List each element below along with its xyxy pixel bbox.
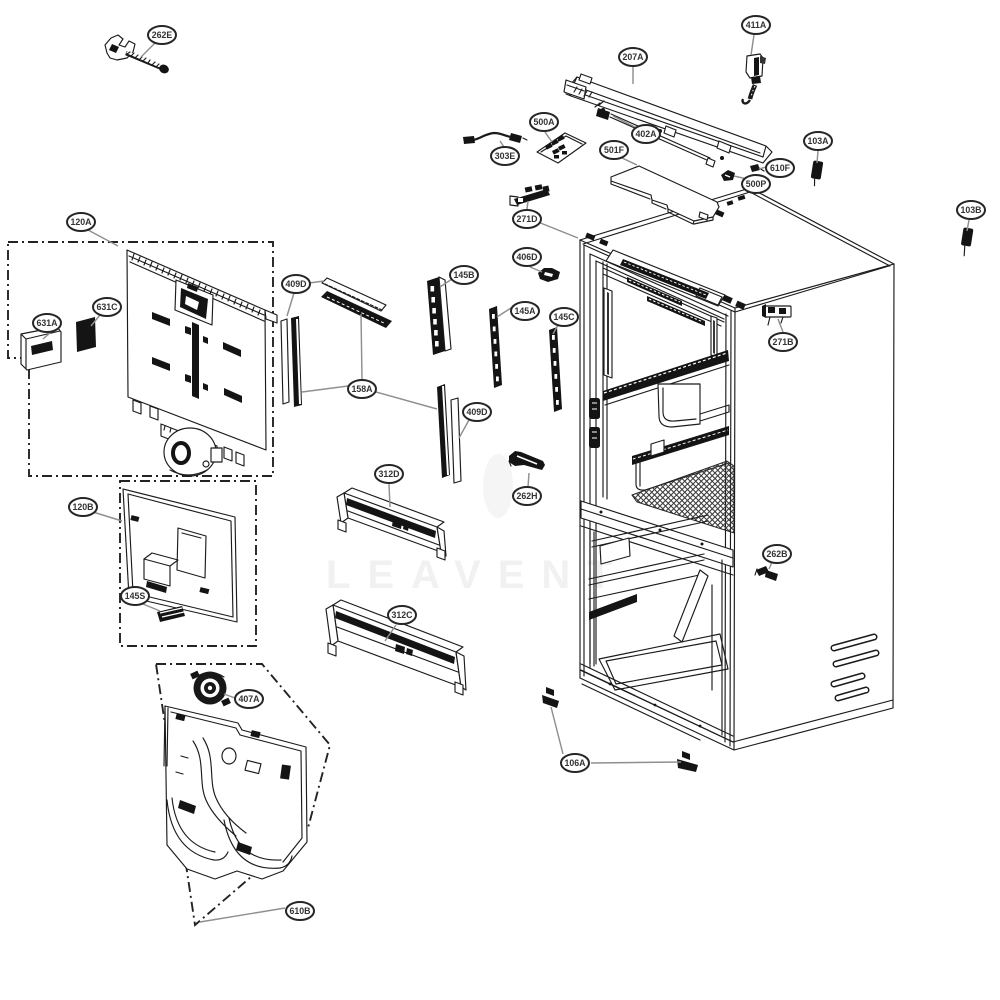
svg-text:409D: 409D <box>285 279 306 289</box>
svg-text:312D: 312D <box>378 469 399 479</box>
svg-text:262E: 262E <box>152 30 173 40</box>
svg-text:145A: 145A <box>514 306 536 316</box>
svg-text:411A: 411A <box>746 20 767 30</box>
svg-text:120A: 120A <box>70 217 92 227</box>
svg-text:303E: 303E <box>495 151 516 161</box>
svg-text:312C: 312C <box>391 610 413 620</box>
svg-text:LEAVENT: LEAVENT <box>326 553 629 597</box>
svg-text:631A: 631A <box>36 318 58 328</box>
svg-text:262B: 262B <box>766 549 787 559</box>
svg-text:262H: 262H <box>516 491 537 501</box>
svg-text:500P: 500P <box>746 179 767 189</box>
svg-text:145B: 145B <box>453 270 474 280</box>
svg-text:103A: 103A <box>807 136 829 146</box>
svg-text:145S: 145S <box>125 591 146 601</box>
svg-text:271B: 271B <box>772 337 793 347</box>
svg-text:402A: 402A <box>635 129 657 139</box>
svg-text:103B: 103B <box>960 205 981 215</box>
svg-text:501F: 501F <box>604 145 625 155</box>
svg-text:106A: 106A <box>564 758 586 768</box>
svg-text:406D: 406D <box>516 252 537 262</box>
svg-text:407A: 407A <box>238 694 260 704</box>
svg-text:500A: 500A <box>533 117 555 127</box>
svg-text:145C: 145C <box>553 312 575 322</box>
svg-text:610B: 610B <box>289 906 310 916</box>
svg-text:120B: 120B <box>72 502 93 512</box>
svg-text:207A: 207A <box>622 52 644 62</box>
svg-text:158A: 158A <box>351 384 373 394</box>
svg-text:610F: 610F <box>770 163 791 173</box>
svg-text:631C: 631C <box>96 302 118 312</box>
svg-text:409D: 409D <box>466 407 487 417</box>
svg-text:271D: 271D <box>516 214 537 224</box>
